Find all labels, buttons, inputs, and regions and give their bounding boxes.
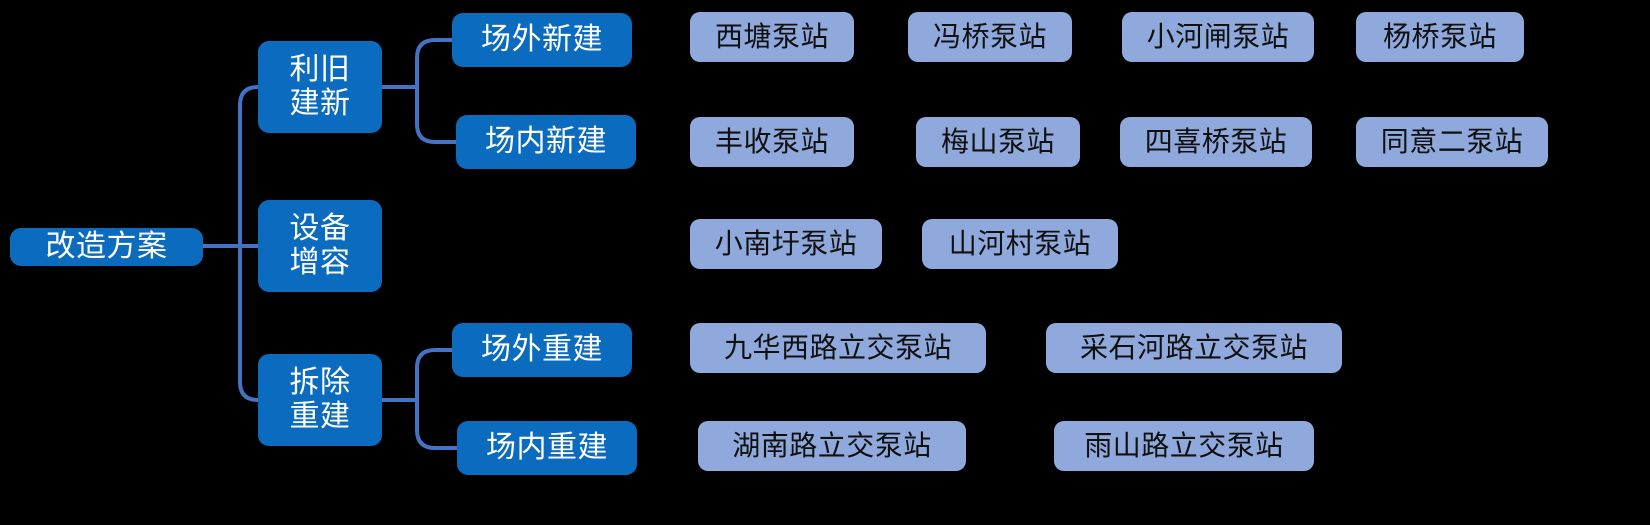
leaf-node[interactable]: 同意二泵站 — [1356, 117, 1548, 167]
root-node[interactable]: 改造方案 — [10, 228, 203, 266]
subbranch-node-changnei-xinjian[interactable]: 场内新建 — [456, 115, 636, 169]
leaf-node[interactable]: 采石河路立交泵站 — [1046, 323, 1342, 373]
link-trunk-top — [238, 85, 260, 248]
leaf-node[interactable]: 山河村泵站 — [922, 219, 1118, 269]
link-b1-top — [415, 38, 437, 89]
branch-node-shebei-zengrong[interactable]: 设备 增容 — [258, 200, 382, 292]
leaf-node[interactable]: 西塘泵站 — [690, 12, 854, 62]
leaf-node[interactable]: 冯桥泵站 — [908, 12, 1072, 62]
subbranch-node-changwai-chongjian[interactable]: 场外重建 — [452, 323, 632, 377]
leaf-node[interactable]: 小河闸泵站 — [1122, 12, 1314, 62]
link-b3-top — [415, 348, 437, 402]
branch-node-chaichu-chongjian[interactable]: 拆除 重建 — [258, 354, 382, 446]
subbranch-node-changwai-xinjian[interactable]: 场外新建 — [452, 13, 632, 67]
link-b1-bottom — [415, 85, 437, 144]
leaf-node[interactable]: 四喜桥泵站 — [1120, 117, 1312, 167]
leaf-node[interactable]: 梅山泵站 — [916, 117, 1080, 167]
leaf-node[interactable]: 杨桥泵站 — [1356, 12, 1524, 62]
subbranch-node-changnei-chongjian[interactable]: 场内重建 — [457, 421, 637, 475]
leaf-node[interactable]: 丰收泵站 — [690, 117, 854, 167]
leaf-node[interactable]: 小南圩泵站 — [690, 219, 882, 269]
link-trunk-bottom — [238, 244, 260, 402]
link-b3-bottom — [415, 398, 437, 450]
leaf-node[interactable]: 九华西路立交泵站 — [690, 323, 986, 373]
leaf-node[interactable]: 雨山路立交泵站 — [1054, 421, 1314, 471]
leaf-node[interactable]: 湖南路立交泵站 — [698, 421, 966, 471]
branch-node-lijiu-jianxin[interactable]: 利旧 建新 — [258, 41, 382, 133]
